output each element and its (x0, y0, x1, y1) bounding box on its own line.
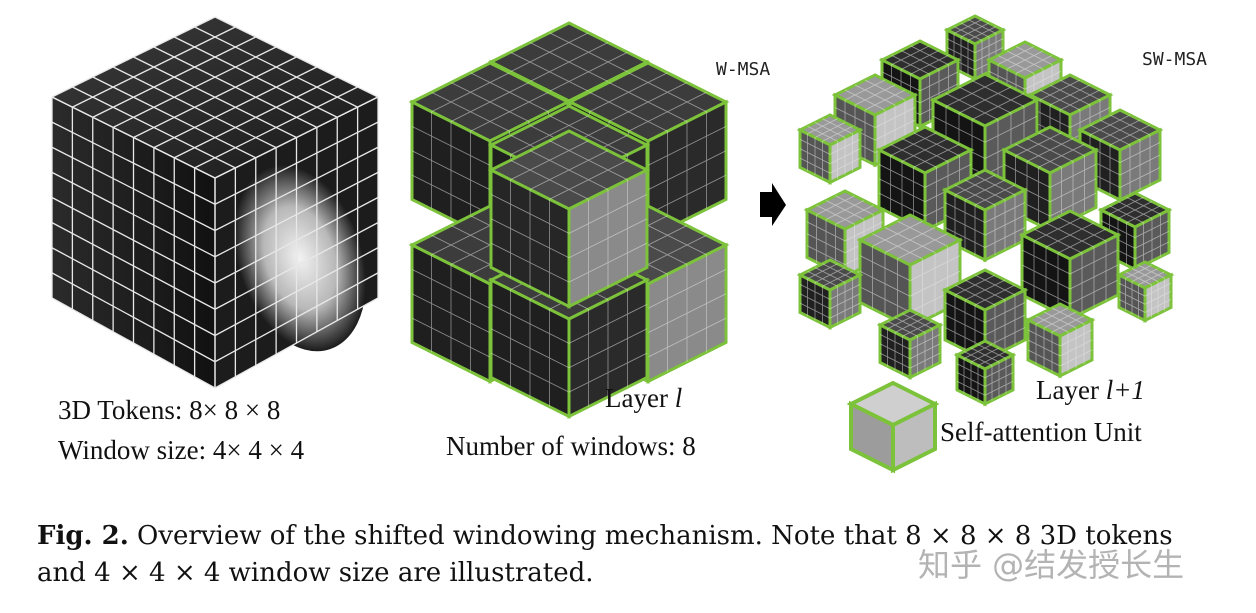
layer-l-prefix: Layer (605, 383, 675, 413)
sw-msa-tag: SW-MSA (1142, 49, 1208, 70)
arrow-right-icon (760, 183, 786, 226)
shifted-window-block (876, 308, 944, 380)
layer-l1-var: l+1 (1105, 375, 1145, 405)
caption-text: Overview of the shifted windowing mechan… (37, 521, 1173, 588)
window-block (487, 129, 651, 309)
figure-caption: Fig. 2. Overview of the shifted windowin… (37, 518, 1197, 592)
shifted-window-block (856, 213, 964, 330)
w-msa-tag: W-MSA (716, 59, 771, 80)
layer-l1-label: Layer l+1 (1036, 375, 1145, 406)
self-attention-unit-icon (846, 380, 940, 474)
w-msa-cube (408, 21, 730, 419)
number-of-windows-label: Number of windows: 8 (446, 431, 696, 461)
layer-l-var: l (674, 383, 683, 413)
layer-l-label: Layer l (605, 383, 682, 414)
self-attention-unit-label: Self-attention Unit (940, 417, 1142, 447)
shifted-window-block (796, 258, 864, 330)
watermark: 知乎 @结发授长生 (918, 546, 1185, 584)
shifted-window-block (796, 113, 864, 185)
figure-illustration (51, 14, 1175, 474)
sw-msa-cube (796, 14, 1175, 407)
shifted-window-block (1115, 260, 1175, 323)
window-size-label: Window size: 4× 4 × 4 (58, 435, 305, 465)
layer-l1-prefix: Layer (1036, 375, 1106, 405)
token-cube (51, 16, 379, 389)
shifted-window-block (1024, 302, 1096, 379)
tokens-label: 3D Tokens: 8× 8 × 8 (58, 395, 281, 425)
caption-fig-label: Fig. 2. (37, 521, 129, 551)
shifted-window-block (1018, 209, 1122, 322)
shifted-window-block (953, 339, 1017, 407)
